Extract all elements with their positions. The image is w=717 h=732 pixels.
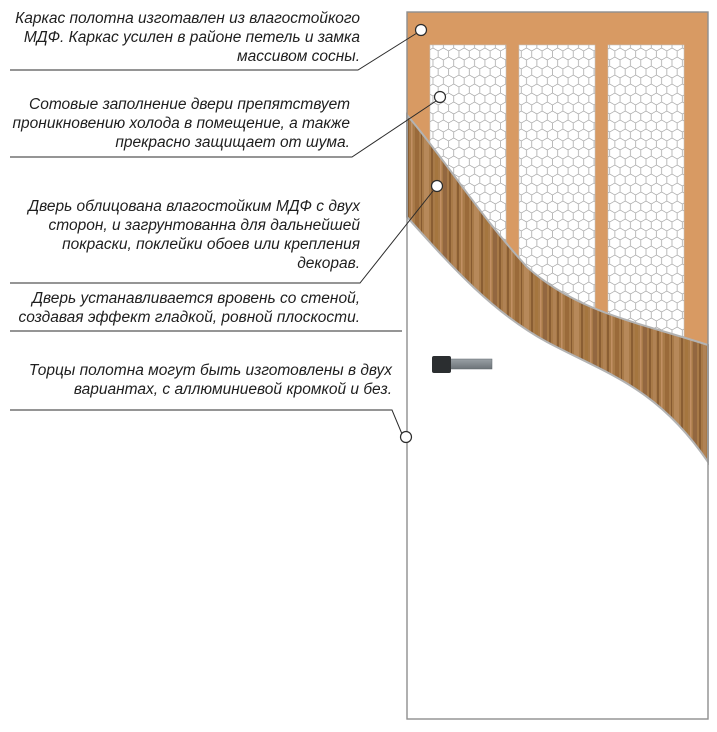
leader-lines — [10, 32, 437, 435]
leader-line-veneer — [10, 190, 434, 284]
marker-circle-honeycomb — [433, 90, 447, 104]
leader-line-edges — [10, 409, 403, 435]
marker-circle-edges — [399, 430, 413, 444]
marker-circle-veneer — [430, 179, 444, 193]
marker-circle-frame — [414, 23, 428, 37]
note-honeycomb: Сотовые заполнение двери препятствует пр… — [12, 96, 350, 151]
leader-line-honeycomb — [10, 100, 437, 158]
door-face-white — [407, 217, 708, 719]
note-veneer: Дверь облицована влагостойким МДФ с двух… — [28, 198, 360, 272]
leader-markers — [399, 23, 447, 444]
door-illustration — [406, 11, 709, 720]
note-edges: Торцы полотна могут быть изготовлены в д… — [28, 362, 392, 398]
note-flush: Дверь устанавливается вровень со стеной,… — [18, 290, 360, 326]
handle-base — [432, 356, 451, 373]
door-handle — [432, 356, 493, 373]
door-outline — [406, 11, 709, 720]
handle-bar — [446, 358, 493, 370]
note-frame: Каркас полотна изготавлен из влагостойко… — [15, 10, 360, 65]
leader-line-frame — [10, 32, 418, 71]
